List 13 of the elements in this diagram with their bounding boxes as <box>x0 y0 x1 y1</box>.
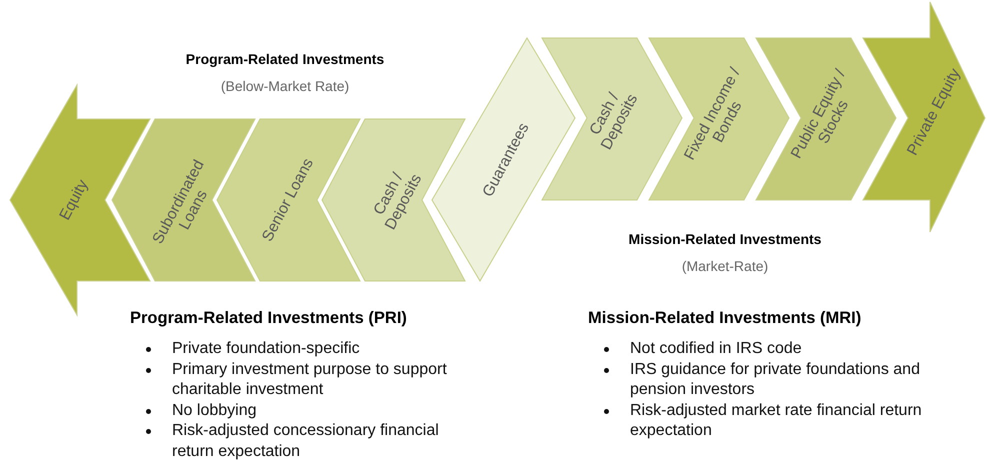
bullet-text: Risk-adjusted concessionary financial return expectation <box>172 421 440 462</box>
heading: Mission-Related Investments (MRI) <box>588 309 862 328</box>
subheading: (Below-Market Rate) <box>220 78 350 94</box>
heading: Program-Related Investments (PRI) <box>130 309 407 328</box>
bullet-text: Not codified in IRS code <box>630 339 803 359</box>
bullet-text: No lobbying <box>172 400 258 420</box>
subheading: (Market-Rate) <box>682 258 768 274</box>
bullet-text: Private foundation-specific <box>172 339 361 359</box>
heading: Mission-Related Investments <box>628 231 822 247</box>
heading: Program-Related Investments <box>186 51 384 67</box>
bullet-text: Risk-adjusted market rate financial return expectation <box>630 400 923 441</box>
bullet-text: Primary investment purpose to support charitable investment <box>172 360 448 400</box>
bullet-text: IRS guidance for private foundations and pension investors <box>630 360 921 400</box>
